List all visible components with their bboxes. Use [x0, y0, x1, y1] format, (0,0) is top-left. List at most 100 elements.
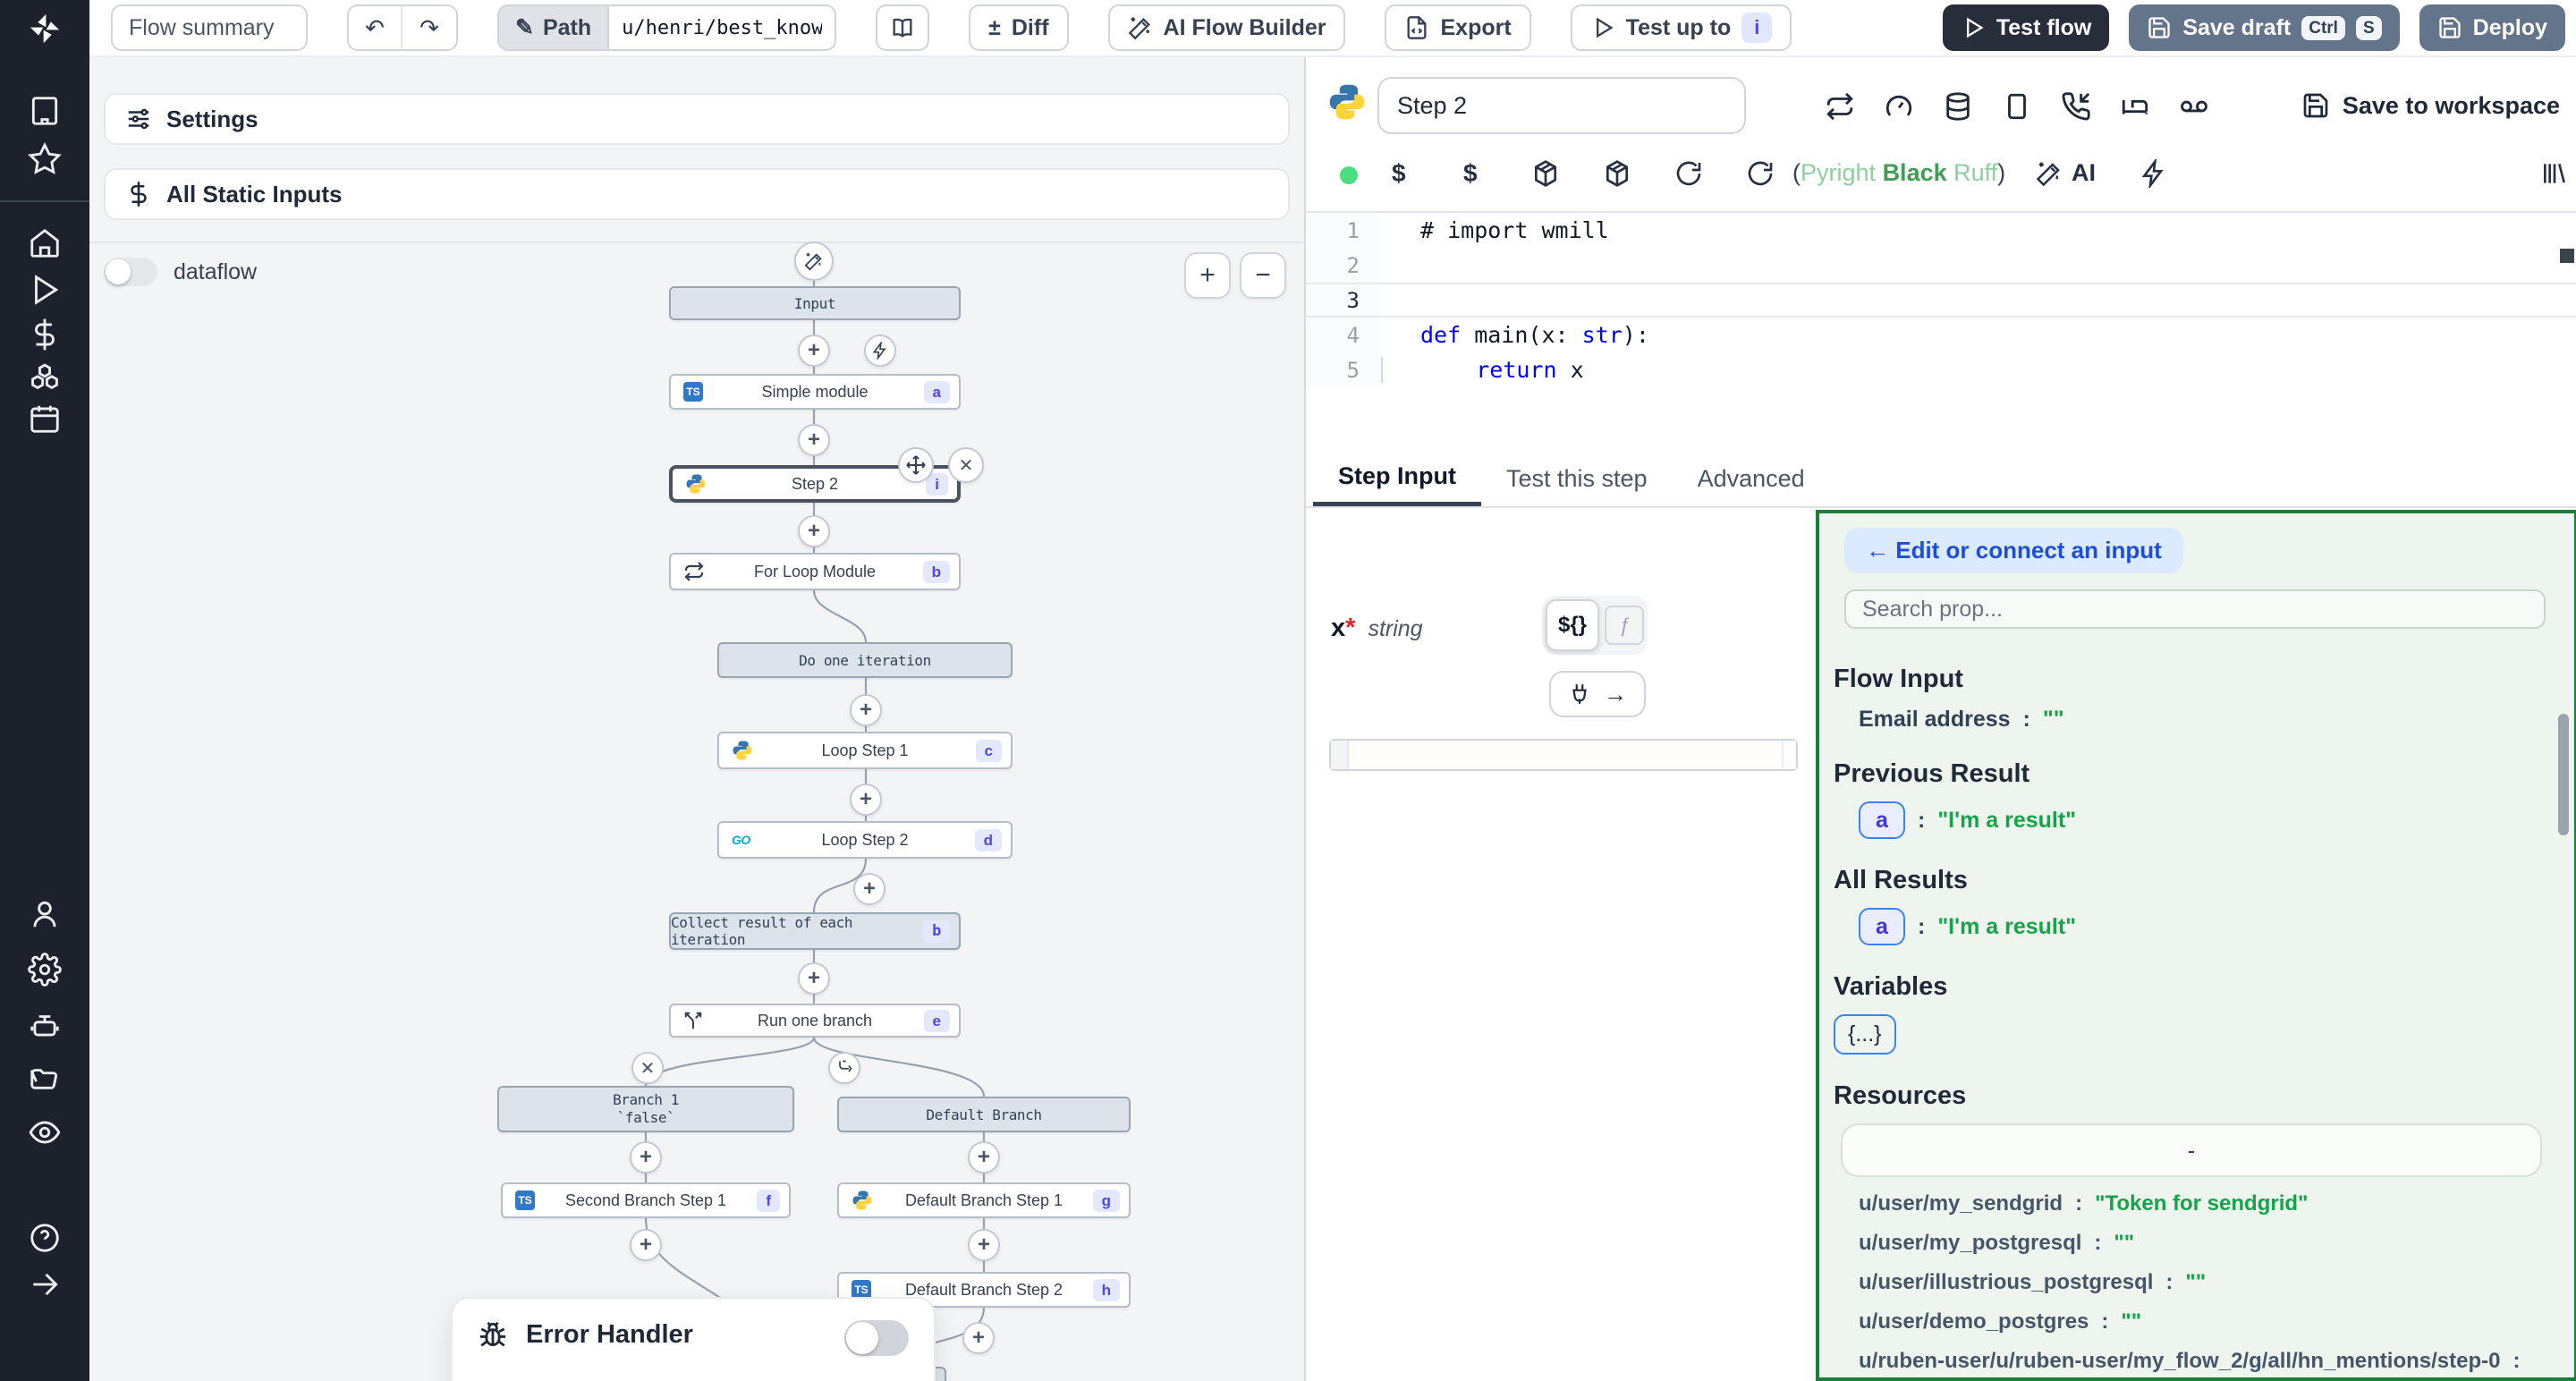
add-step-button[interactable]: + — [962, 1322, 995, 1354]
edit-or-connect-back-button[interactable]: ← Edit or connect an input — [1844, 528, 2183, 573]
path-edit-button[interactable]: ✎Path — [497, 4, 608, 51]
step-id-badge[interactable]: a — [1859, 801, 1905, 839]
error-handler-card[interactable]: Error Handler — [451, 1297, 936, 1381]
reset-rotate-icon[interactable] — [1746, 159, 1775, 188]
ai-wand-node-button[interactable] — [794, 241, 834, 281]
library-icon[interactable] — [2540, 159, 2569, 188]
zoom-out-button[interactable]: − — [1240, 252, 1286, 299]
docs-book-button[interactable] — [876, 4, 930, 51]
flow-canvas[interactable]: Settings All Static Inputs dataflow + − … — [89, 57, 1304, 1381]
resource-row[interactable]: u/user/my_sendgrid:"Token for sendgrid" — [1859, 1191, 2309, 1216]
expand-sidebar-arrow-icon[interactable] — [27, 1267, 63, 1302]
variables-badge[interactable]: {...} — [1834, 1014, 1896, 1055]
early-stop-gauge-icon[interactable] — [1884, 91, 1914, 122]
flow-node-default-branch-step1[interactable]: Default Branch Step 1 g — [837, 1182, 1131, 1218]
add-step-button[interactable]: + — [968, 1141, 1000, 1173]
add-step-button[interactable]: + — [968, 1229, 1000, 1261]
plug-icon[interactable] — [1568, 682, 1591, 706]
add-step-button[interactable]: + — [630, 1141, 662, 1173]
flow-node-for-loop[interactable]: For Loop Module b — [669, 553, 961, 590]
all-results-row[interactable]: a:"I'm a result" — [1859, 908, 2549, 945]
test-flow-button[interactable]: Test flow — [1942, 4, 2110, 51]
user-icon[interactable] — [27, 896, 63, 932]
all-static-inputs-card[interactable]: All Static Inputs — [104, 168, 1290, 220]
search-prop-input[interactable] — [1844, 589, 2546, 629]
favorites-star-icon[interactable] — [27, 141, 63, 177]
package-icon[interactable] — [1603, 159, 1631, 188]
ai-assistant-button[interactable]: AI — [2036, 159, 2096, 187]
fn-mode-button[interactable]: ƒ — [1605, 606, 1644, 645]
mock-voicemail-icon[interactable] — [2179, 91, 2209, 122]
resource-row[interactable]: u/ruben-user/u/ruben-user/my_flow_2/g/al… — [1859, 1349, 2521, 1373]
zoom-in-button[interactable]: + — [1184, 252, 1231, 299]
flow-input-row[interactable]: Email address:"" — [1859, 707, 2064, 732]
folders-icon[interactable] — [27, 1061, 63, 1097]
move-step-button[interactable] — [898, 447, 934, 483]
deploy-button[interactable]: Deploy — [2419, 4, 2565, 51]
add-step-button[interactable]: + — [850, 784, 882, 816]
save-to-workspace-button[interactable]: Save to workspace — [2301, 91, 2560, 120]
add-step-button[interactable]: + — [798, 424, 830, 456]
delete-step-button[interactable]: ✕ — [948, 447, 984, 483]
add-step-button[interactable]: + — [630, 1229, 662, 1261]
previous-result-row[interactable]: a:"I'm a result" — [1859, 801, 2549, 839]
variables-dollar-icon[interactable] — [27, 317, 63, 352]
flow-settings-card[interactable]: Settings — [104, 93, 1290, 145]
sleep-bed-icon[interactable] — [2120, 91, 2150, 122]
flow-node-loop-step2[interactable]: GO Loop Step 2 d — [717, 821, 1013, 859]
add-step-button[interactable]: + — [798, 335, 830, 367]
resources-empty-box[interactable]: - — [1841, 1123, 2542, 1177]
resource-row[interactable]: u/user/my_postgresql:"" — [1859, 1231, 2135, 1255]
add-step-button[interactable]: + — [850, 694, 882, 726]
cache-database-icon[interactable] — [1943, 91, 1973, 122]
undo-button[interactable]: ↶ — [349, 6, 402, 49]
resource-row[interactable]: u/user/demo_postgres:"" — [1859, 1309, 2142, 1334]
dataflow-toggle[interactable] — [104, 258, 157, 286]
help-icon[interactable] — [27, 1220, 63, 1256]
dollar-icon[interactable]: $ — [1392, 159, 1406, 187]
error-handler-toggle[interactable] — [844, 1320, 909, 1356]
expr-mode-button[interactable]: ${} — [1546, 599, 1599, 651]
schedules-calendar-icon[interactable] — [27, 401, 63, 436]
panel-scrollbar[interactable] — [2558, 714, 2569, 835]
workers-bot-icon[interactable] — [27, 1007, 63, 1043]
flow-node-run-one-branch[interactable]: Run one branch e — [669, 1004, 961, 1038]
settings-gear-icon[interactable] — [27, 952, 63, 987]
flow-node-second-branch-step1[interactable]: TS Second Branch Step 1 f — [501, 1182, 791, 1218]
flow-node-default-branch[interactable]: Default Branch — [837, 1097, 1131, 1132]
flow-node-input[interactable]: Input — [669, 286, 961, 320]
resources-boxes-icon[interactable] — [27, 361, 63, 397]
step-id-badge[interactable]: a — [1859, 908, 1905, 945]
workspace-icon[interactable] — [27, 93, 63, 129]
package-icon[interactable] — [1531, 159, 1560, 188]
resource-row[interactable]: u/user/illustrious_postgresql:"" — [1859, 1270, 2207, 1294]
tab-advanced[interactable]: Advanced — [1697, 464, 1805, 492]
flow-node-simple-module[interactable]: TS Simple module a — [669, 374, 961, 410]
flow-node-do-one-iteration[interactable]: Do one iteration — [717, 642, 1013, 678]
dollar-icon[interactable]: $ — [1463, 159, 1478, 187]
add-step-button[interactable]: + — [798, 962, 830, 995]
phone-incoming-icon[interactable] — [2061, 91, 2091, 122]
retries-repeat-icon[interactable] — [1825, 91, 1855, 122]
zap-icon[interactable] — [2140, 159, 2168, 188]
ai-flow-builder-button[interactable]: AI Flow Builder — [1107, 4, 1346, 51]
flow-node-loop-step1[interactable]: Loop Step 1 c — [717, 732, 1013, 769]
add-step-button[interactable]: + — [853, 873, 886, 905]
flow-node-collect-result[interactable]: Collect result of each iteration b — [669, 912, 961, 950]
diff-button[interactable]: ±Diff — [969, 4, 1069, 51]
arrow-right-icon[interactable]: → — [1604, 680, 1627, 707]
suspend-square-icon[interactable] — [2002, 91, 2032, 122]
remove-branch-button[interactable]: ✕ — [631, 1052, 664, 1084]
flow-node-branch1[interactable]: Branch 1 `false` — [497, 1086, 794, 1132]
add-step-button[interactable]: + — [798, 515, 830, 547]
export-button[interactable]: Export — [1385, 4, 1531, 51]
expression-input[interactable] — [1329, 739, 1798, 771]
tab-step-input[interactable]: Step Input — [1313, 451, 1481, 506]
flow-summary-input[interactable] — [111, 4, 308, 51]
path-input[interactable] — [607, 4, 837, 51]
trigger-bolt-button[interactable] — [864, 335, 896, 367]
runs-play-icon[interactable] — [27, 272, 63, 308]
